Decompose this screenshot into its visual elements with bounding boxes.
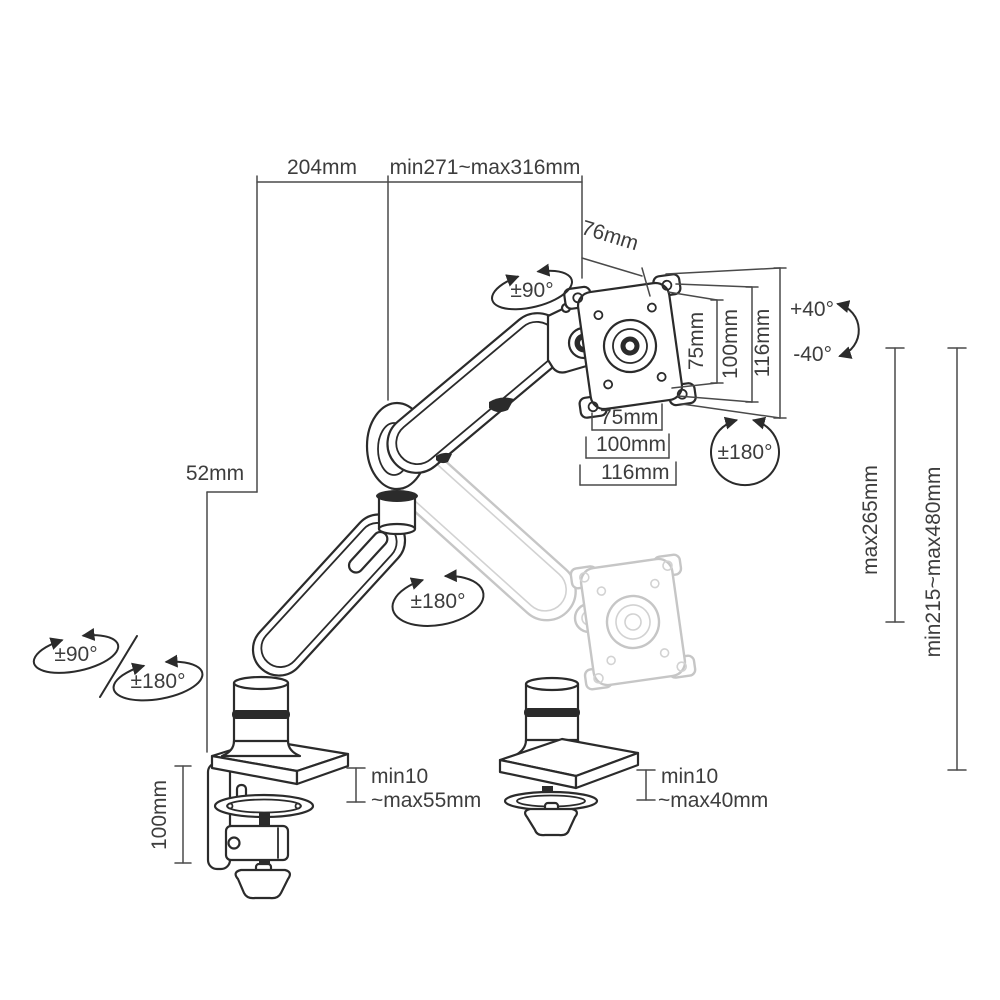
base-annotation-slash: [99, 635, 138, 698]
label-arm-rotation: ±180°: [411, 590, 466, 613]
dim-label-vesa-v-100: 100mm: [719, 309, 742, 379]
clamp-knob: [234, 868, 292, 900]
cable-clip-small: [436, 452, 452, 464]
label-tilt-up: +40°: [790, 298, 834, 321]
dim-label-vesa-h-116: 116mm: [601, 461, 669, 484]
dim-line-head-depth: [581, 257, 643, 277]
dim-label-head-depth: 76mm: [579, 216, 642, 255]
clamp-height-dim: 100mm: [148, 765, 192, 864]
dim-label-grommet-thickness-max: ~max40mm: [658, 789, 768, 812]
label-base-swivel: ±90°: [54, 643, 97, 666]
dim-label-clamp-height: 100mm: [148, 780, 171, 850]
dim-label-arm-reach-rear: 204mm: [287, 156, 357, 179]
dim-label-arm-reach-front: min271~max316mm: [390, 156, 581, 179]
vesa-vertical-dims: 75mm 100mm 116mm: [665, 267, 787, 419]
dim-label-clamp-thickness-max: ~max55mm: [371, 789, 481, 812]
grommet-thickness-dim: min10 ~max40mm: [636, 765, 768, 812]
motion-annotations: ±90° ±180° ±90° ±180° ±180° +40° -40°: [32, 263, 860, 702]
arm-rotation-arrow: [391, 569, 485, 627]
vesa-horizontal-dims: 75mm 100mm 116mm: [579, 403, 677, 486]
dim-label-vesa-h-75: 75mm: [600, 406, 658, 429]
desk-clamp-base: [206, 738, 350, 900]
dim-label-pole-offset: 52mm: [186, 462, 244, 485]
base-swivel-arrow: [32, 628, 120, 674]
cable-clip: [489, 397, 514, 413]
dim-label-grommet-thickness-min: min10: [661, 765, 718, 788]
dim-label-clamp-thickness-min: min10: [371, 765, 428, 788]
label-base-rotation: ±180°: [131, 670, 186, 693]
height-dims: max265mm min215~max480mm: [859, 347, 967, 771]
head-swivel-arrow: [491, 263, 573, 311]
clamp-jaw-bolt: [227, 836, 241, 850]
dim-label-lift-height: max265mm: [859, 465, 882, 575]
vesa-rotation-arrow: [710, 416, 780, 487]
label-vesa-rotation: ±180°: [718, 441, 773, 464]
base-rotation-arrow: [112, 654, 204, 702]
dim-label-vesa-h-100: 100mm: [596, 433, 666, 456]
label-head-swivel: ±90°: [510, 279, 553, 302]
ghost-arm-position: [387, 421, 697, 691]
desk-plate-side: [295, 752, 350, 786]
vesa-plate: [563, 273, 697, 419]
tilt-arrow: [836, 300, 860, 359]
dim-label-total-height: min215~max480mm: [922, 467, 945, 658]
dim-label-vesa-v-116: 116mm: [751, 309, 774, 377]
grommet-knob: [523, 807, 579, 837]
label-tilt-down: -40°: [793, 343, 832, 366]
ghost-vesa-plate: [569, 553, 697, 691]
dim-label-vesa-v-75: 75mm: [685, 312, 708, 370]
dimension-annotations: 204mm min271~max316mm 76mm 52mm 75mm 100…: [148, 156, 967, 864]
clamp-thickness-dim: min10 ~max55mm: [346, 765, 481, 812]
grommet-base: [498, 676, 640, 837]
clamp-jaw: [224, 824, 290, 862]
monitor-arm: [206, 273, 697, 900]
riser-pole: [220, 675, 302, 758]
